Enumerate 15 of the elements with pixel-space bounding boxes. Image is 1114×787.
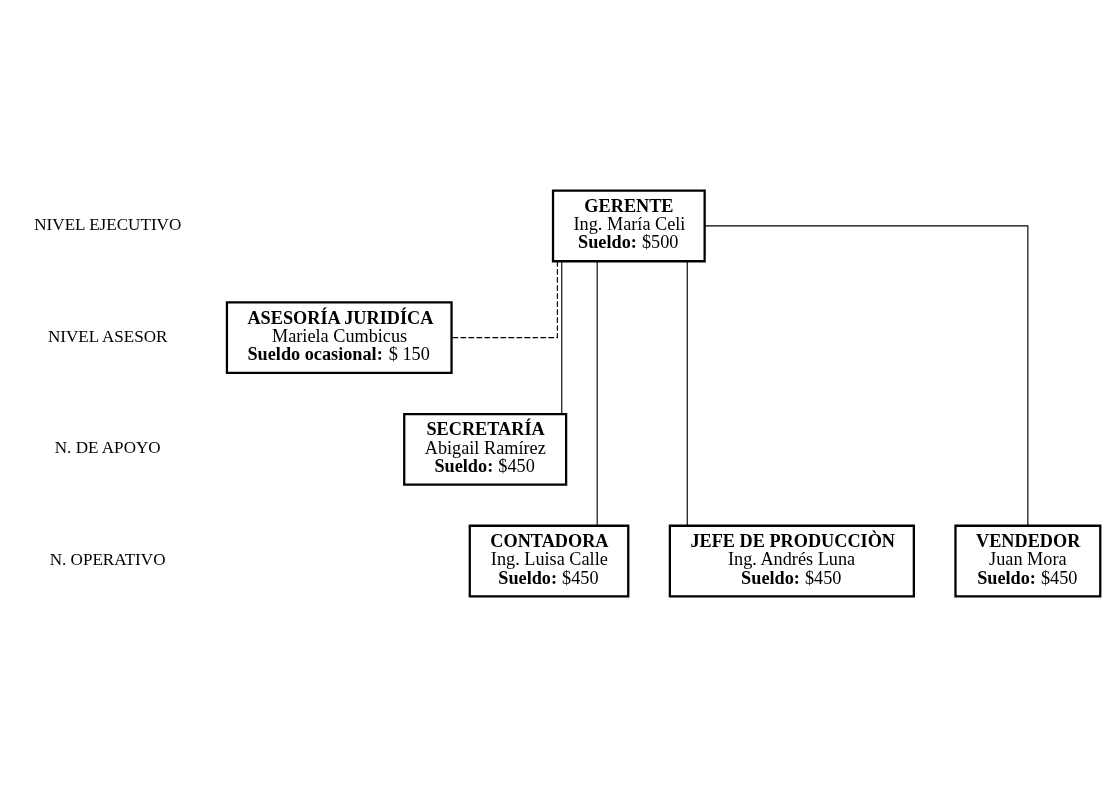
label: NIVEL EJECUTIVO [34,214,182,234]
node-box: JEFE DE PRODUCCIÒN Ing. Andrés Luna Sueldo: $450 [668,524,915,598]
connector [596,260,598,526]
label: N. DE APOYO [54,438,161,458]
connector [561,260,563,415]
node-box: ASESORÍA JURIDÍCA Mariela Cumbicus Sueldo ocasional: $ 150 [225,301,453,375]
connector [451,260,558,339]
node-box: VENDEDOR Juan Mora Sueldo: $450 [954,524,1102,598]
label: NIVEL ASESOR [47,326,168,346]
node-box: SECRETARÍA Abigail Ramírez Sueldo: $450 [403,412,568,486]
node-box: GERENTE Ing. María Celi Sueldo: $500 [551,189,706,263]
connector [686,260,688,526]
label: N. OPERATIVO [49,550,166,570]
node-box: CONTADORA Ing. Luisa Calle Sueldo: $450 [468,524,630,598]
connector [704,225,1029,527]
